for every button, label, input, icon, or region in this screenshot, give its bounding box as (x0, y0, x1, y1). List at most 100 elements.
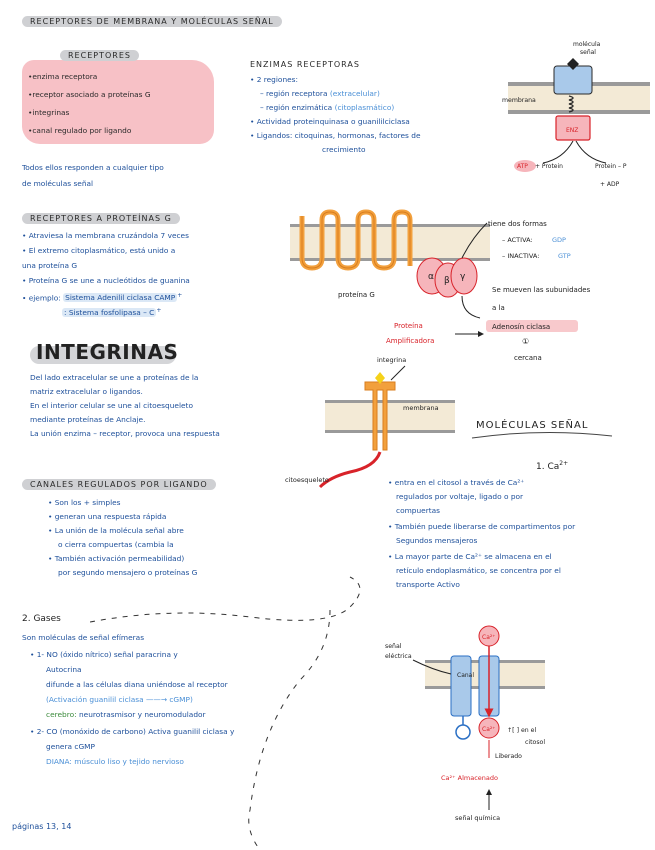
proteinag-example: Sistema Adenilil ciclasa CAMP (63, 293, 178, 303)
membrane-label: membrana (502, 97, 536, 104)
gases-line: difunde a las células diana uniéndose al… (46, 680, 228, 689)
enzimas-title-wrap: ENZIMAS RECEPTORAS (250, 60, 360, 69)
page-title: RECEPTORES DE MEMBRANA Y MOLÉCULAS SEÑAL (22, 16, 282, 27)
almacenado-label: Ca²⁺ Almacenado (441, 774, 498, 782)
integrinas-title: INTEGRINAS (36, 340, 179, 364)
canales-line: • También activación permeabilidad) (48, 554, 185, 563)
proteinag-title-wrap: RECEPTORES A PROTEÍNAS G (22, 213, 180, 224)
receptores-item: •enzima receptora (28, 72, 98, 81)
cito-label: citoesqueleto (285, 476, 329, 484)
proteinag-example-row: : Sistema fosfolipasa – C+ (62, 307, 162, 318)
amplifier-label: Proteína (394, 322, 423, 330)
gases-line-row: cerebro: neurotrasmisor y neuromodulador (22, 708, 342, 725)
dashed-connector (90, 576, 361, 850)
integrin-protein (364, 381, 396, 451)
calcio-line: compuertas (396, 506, 441, 515)
inactive-value: GTP (558, 252, 571, 260)
receptores-highlight (22, 60, 214, 144)
enzimas-list: • 2 regiones: – región receptora (extrac… (250, 73, 510, 156)
enzimas-line: – región receptora (260, 89, 328, 98)
gases-line: Son moléculas de señal efímeras (22, 633, 145, 642)
proteinag-line: • ejemplo: (22, 293, 61, 303)
calcio-line: • También puede liberarse de compartimen… (388, 522, 576, 531)
molecule-label: señal (580, 49, 596, 56)
gases-line: Autocrina (46, 665, 82, 674)
calcio-line: • entra en el citosol a través de Ca²⁺ (388, 478, 525, 487)
proteinag-line: • El extremo citoplasmático, está unido … (22, 246, 176, 255)
cercana-label: cercana (514, 354, 542, 362)
enzimas-line: • Ligandos: citoquinas, hormonas, factor… (250, 131, 421, 140)
enzimas-line-row: – región receptora (extracelular) (250, 87, 510, 101)
integrinas-line: En el interior celular se une al citoesq… (30, 401, 193, 410)
canales-title: CANALES REGULADOS POR LIGANDO (22, 479, 216, 490)
gases-line-row: DIANA: músculo liso y tejido nervioso (22, 755, 342, 768)
moleculas-underline (471, 431, 613, 439)
canales-line: • La unión de la molécula señal abre (48, 526, 184, 535)
canales-title-wrap: CANALES REGULADOS POR LIGANDO (22, 479, 216, 490)
gases-line: (Activación guanilil ciclasa ——→ cGMP) (46, 695, 193, 704)
receptores-item: •integrinas (28, 108, 70, 117)
enzimas-line: • 2 regiones: (250, 75, 299, 84)
enzimas-line: – región enzimática (260, 103, 333, 112)
signal-elec-label: eléctrica (385, 652, 412, 660)
signal-molecule-icon (567, 58, 579, 70)
calcio-line: transporte Activo (396, 580, 460, 589)
integrinas-highlight (30, 346, 176, 364)
receptores-title-wrap: RECEPTORES (60, 50, 139, 61)
receptores-note: Todos ellos responden a cualquier tipo d… (22, 162, 164, 190)
calcio-line: Segundos mensajeros (396, 536, 478, 545)
receptores-title: RECEPTORES (60, 50, 139, 61)
integrina-label: integrina (377, 356, 406, 364)
forms-label: tiene dos formas (488, 220, 547, 228)
enzyme-label: ENZ (566, 127, 578, 134)
proteinag-list: • Atraviesa la membrana cruzándola 7 vec… (22, 229, 292, 319)
enzimas-line: (citoplasmático) (334, 103, 395, 112)
amplifier-label: Amplificadora (386, 337, 434, 345)
adenosin-label: Adenosín ciclasa (492, 323, 550, 331)
membrana-label: membrana (403, 404, 439, 412)
gases-line: • 1- NO (óxido nítrico) señal paracrina … (30, 650, 178, 659)
conc-label: citosol (525, 739, 545, 746)
integrinas-line: La unión enzima – receptor, provoca una … (30, 429, 220, 438)
product-label: Protein – P (595, 163, 627, 170)
enzimas-title: ENZIMAS RECEPTORAS (250, 60, 360, 69)
quimica-label: señal química (455, 814, 500, 822)
moleculas-item-row: 1. Ca2+ (536, 460, 568, 472)
receptores-item: •receptor asociado a proteínas G (28, 90, 151, 99)
receptores-item: •canal regulado por ligando (28, 126, 132, 135)
conc-label: ↑[ ] en el (507, 727, 536, 734)
moleculas-title: MOLÉCULAS SEÑAL (476, 420, 589, 431)
receptores-note-line: Todos ellos responden a cualquier tipo (22, 163, 164, 172)
canales-list: • Son los + simples • generan una respue… (48, 496, 308, 579)
proteinag-title: RECEPTORES A PROTEÍNAS G (22, 213, 180, 224)
integrinas-line: Del lado extracelular se une a proteínas… (30, 373, 199, 382)
canales-line: o cierra compuertas (cambia la (58, 540, 174, 549)
proteinag-line: • Proteína G se une a nucleótidos de gua… (22, 276, 190, 285)
gases-list: Son moléculas de señal efímeras • 1- NO … (22, 631, 342, 768)
ca-top-label: Ca²⁺ (482, 634, 495, 641)
proteinag-example: : Sistema fosfolipasa – C (62, 308, 157, 318)
canales-line: • generan una respuesta rápida (48, 512, 167, 521)
gases-line: neurotrasmisor y neuromodulador (78, 710, 206, 719)
enzimas-line: • Actividad proteinquinasa o guanililcic… (250, 117, 410, 126)
page-title-wrap: RECEPTORES DE MEMBRANA Y MOLÉCULAS SEÑAL (22, 16, 282, 27)
integrinas-line: matriz extracelular o ligandos. (30, 387, 143, 396)
g-protein-diagram: α β γ tiene dos formas – ACTIVA: GDP – I… (290, 209, 591, 362)
gases-line: músculo liso y tejido nervioso (74, 757, 184, 766)
page-numbers: páginas 13, 14 (12, 822, 72, 831)
gamma-label: γ (460, 272, 466, 282)
enzyme-receptor-diagram: ENZ molécula señal membrana ATP + Protei… (502, 41, 650, 188)
calcio-list: • entra en el citosol a través de Ca²⁺ r… (388, 476, 650, 591)
integrinas-text: Del lado extracelular se une a proteínas… (30, 372, 300, 440)
ca-mid-label: Ca²⁺ (482, 726, 495, 733)
beta-label: β (444, 276, 450, 286)
cytoskeleton-fiber (318, 451, 382, 489)
calcio-line: • La mayor parte de Ca²⁺ se almacena en … (388, 552, 552, 561)
molecule-label: molécula (573, 41, 601, 48)
receptores-list: •enzima receptora •receptor asociado a p… (28, 70, 151, 142)
moleculas-item: 1. Ca (536, 462, 560, 472)
signal-elec-label: señal (385, 643, 402, 650)
move-label: Se mueven las subunidades (492, 286, 591, 294)
gases-line: • 2- CO (monóxido de carbono) Activa gua… (30, 727, 235, 736)
alpha-label: α (428, 272, 434, 282)
